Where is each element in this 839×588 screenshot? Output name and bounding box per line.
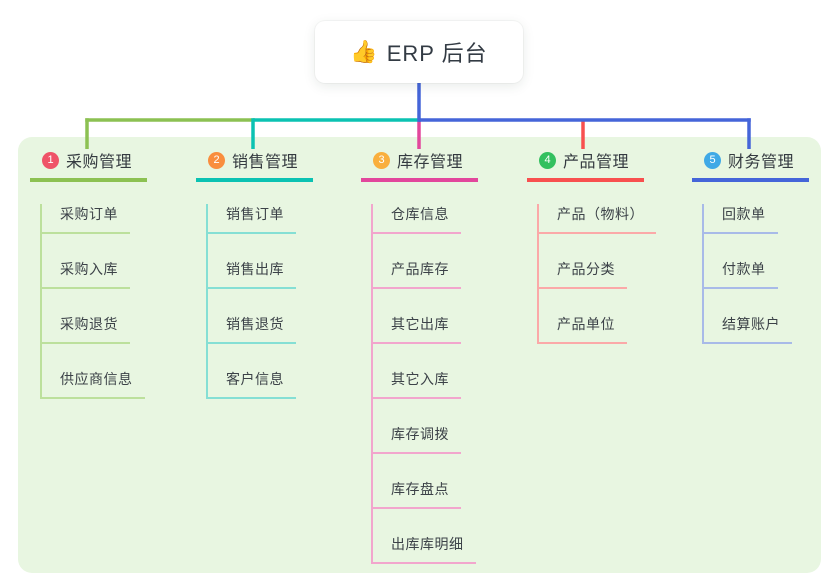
mindmap-node[interactable]: 产品单位 [539, 314, 627, 344]
branch-children: 销售订单 销售出库 销售退货 客户信息 [206, 204, 296, 399]
mindmap-node[interactable]: 销售订单 [208, 204, 296, 234]
mindmap-node[interactable]: 库存盘点 [373, 479, 461, 509]
mindmap-node[interactable]: 供应商信息 [42, 369, 145, 399]
branch-children: 仓库信息 产品库存 其它出库 其它入库 库存调拨 库存盘点 出库库明细 [371, 204, 476, 564]
branch-label: 采购管理 [66, 154, 133, 171]
mindmap-node[interactable]: 结算账户 [704, 314, 792, 344]
mindmap-node[interactable]: 出库库明细 [373, 534, 476, 564]
branch-index-badge: 1 [42, 151, 59, 169]
branch-purchase: 1 采购管理 采购订单 采购入库 采购退货 供应商信息 [30, 148, 148, 399]
branch-children: 采购订单 采购入库 采购退货 供应商信息 [40, 204, 145, 399]
root-node-label: ERP 后台 [386, 41, 488, 66]
thumbs-up-icon: 👍 [350, 39, 378, 64]
mindmap-background-panel [18, 137, 821, 573]
branch-children: 回款单 付款单 结算账户 [702, 204, 792, 344]
branch-index-badge: 3 [373, 151, 390, 169]
branch-finance: 5 财务管理 回款单 付款单 结算账户 [692, 148, 810, 344]
mindmap-node[interactable]: 回款单 [704, 204, 778, 234]
branch-header-product[interactable]: 4 产品管理 [527, 148, 645, 182]
mindmap-node[interactable]: 付款单 [704, 259, 778, 289]
mindmap-node[interactable]: 采购订单 [42, 204, 130, 234]
mindmap-node[interactable]: 采购入库 [42, 259, 130, 289]
branch-index-badge: 5 [704, 151, 721, 169]
branch-inventory: 3 库存管理 仓库信息 产品库存 其它出库 其它入库 库存调拨 库存盘点 出库库… [361, 148, 479, 564]
mindmap-node[interactable]: 产品分类 [539, 259, 627, 289]
branch-product: 4 产品管理 产品（物料） 产品分类 产品单位 [527, 148, 656, 344]
mindmap-node[interactable]: 其它入库 [373, 369, 461, 399]
branch-label: 财务管理 [728, 154, 795, 171]
mindmap-node[interactable]: 客户信息 [208, 369, 296, 399]
mindmap-node[interactable]: 仓库信息 [373, 204, 461, 234]
branch-header-inventory[interactable]: 3 库存管理 [361, 148, 479, 182]
branch-label: 销售管理 [232, 154, 299, 171]
branch-label: 库存管理 [397, 154, 464, 171]
branch-index-badge: 4 [539, 151, 556, 169]
mindmap-node[interactable]: 其它出库 [373, 314, 461, 344]
branch-index-badge: 2 [208, 151, 225, 169]
branch-header-sales[interactable]: 2 销售管理 [196, 148, 314, 182]
root-node[interactable]: 👍 ERP 后台 [315, 21, 523, 83]
mindmap-node[interactable]: 产品库存 [373, 259, 461, 289]
branch-header-finance[interactable]: 5 财务管理 [692, 148, 810, 182]
branch-label: 产品管理 [563, 154, 630, 171]
mindmap-node[interactable]: 销售出库 [208, 259, 296, 289]
mindmap-node[interactable]: 库存调拨 [373, 424, 461, 454]
branch-children: 产品（物料） 产品分类 产品单位 [537, 204, 656, 344]
mindmap-node[interactable]: 销售退货 [208, 314, 296, 344]
branch-sales: 2 销售管理 销售订单 销售出库 销售退货 客户信息 [196, 148, 314, 399]
branch-header-purchase[interactable]: 1 采购管理 [30, 148, 148, 182]
mindmap-node[interactable]: 采购退货 [42, 314, 130, 344]
mindmap-node[interactable]: 产品（物料） [539, 204, 656, 234]
